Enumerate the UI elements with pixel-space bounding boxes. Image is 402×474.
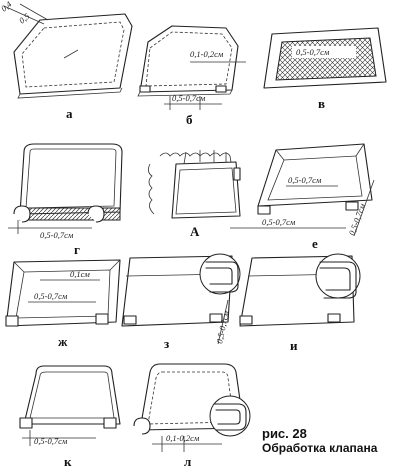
figure-number: рис. 28 bbox=[262, 426, 307, 441]
dim-b-1: 0,1-0,2см bbox=[190, 49, 224, 59]
dim-e-2: 0,5-0,7см bbox=[262, 217, 296, 227]
panel-l: 0,1-0,2см л bbox=[133, 363, 251, 469]
panel-zh: 0,1см 0,5-0,7см ж bbox=[5, 259, 121, 349]
panel-k: 0,5-0,7см к bbox=[19, 365, 121, 469]
dim-l-1: 0,1-0,2см bbox=[166, 433, 200, 443]
panel-v: 0,5-0,7см в bbox=[263, 27, 387, 111]
figure-caption: рис. 28 Обработка клапана bbox=[262, 426, 400, 456]
dim-zh-1: 0,1см bbox=[70, 269, 90, 279]
panel-letter-g: г bbox=[74, 242, 80, 257]
dim-zh-2: 0,5-0,7см bbox=[34, 291, 68, 301]
figure-title: Обработка клапана bbox=[262, 441, 378, 455]
panel-letter-zh: ж bbox=[58, 334, 68, 349]
dim-g-1: 0,5-0,7см bbox=[40, 230, 74, 240]
panel-letter-A: А bbox=[190, 224, 200, 239]
panel-g: 0,5-0,7см г bbox=[8, 143, 123, 257]
dim-v-1: 0,5-0,7см bbox=[296, 47, 330, 57]
panel-letter-i: и bbox=[290, 338, 298, 353]
panel-letter-b: б bbox=[186, 112, 193, 127]
panel-letter-a: а bbox=[66, 106, 73, 121]
panel-letter-z: з bbox=[164, 336, 169, 351]
dim-a-2: 0,5 bbox=[17, 11, 32, 25]
dim-k-1: 0,5-0,7см bbox=[34, 436, 68, 446]
dim-a-1: 0,4 bbox=[0, 0, 14, 14]
panel-a: 0,4 0,5 а bbox=[0, 0, 133, 121]
panel-letter-e: е bbox=[312, 236, 318, 251]
panel-letter-k: к bbox=[64, 454, 72, 469]
panel-z: 0,5-0,7см з bbox=[121, 253, 241, 351]
panel-b: 0,1-0,2см 0,5-0,7см б bbox=[137, 25, 246, 127]
panel-e: 0,5-0,7см 0,5-0,7см 0,5-0,7см е bbox=[230, 143, 375, 251]
panel-A: А bbox=[148, 150, 241, 239]
panel-i: и bbox=[239, 253, 361, 353]
dim-b-2: 0,5-0,7см bbox=[172, 93, 206, 103]
dim-e-1: 0,5-0,7см bbox=[288, 175, 322, 185]
panel-letter-l: л bbox=[184, 454, 191, 469]
panel-letter-v: в bbox=[318, 96, 325, 111]
